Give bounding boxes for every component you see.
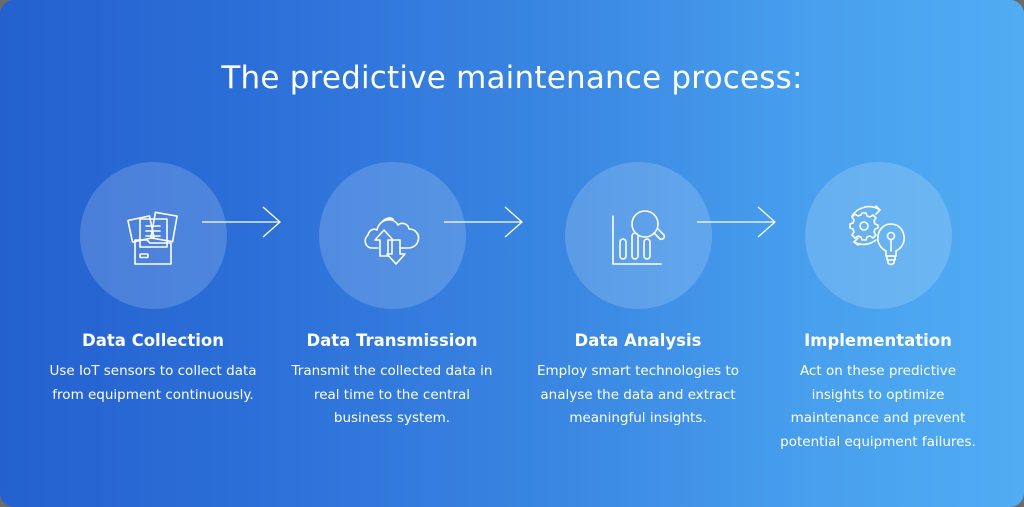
step-title: Implementation xyxy=(804,331,952,350)
step-description: Transmit the collected data in real time… xyxy=(291,363,493,426)
gear-lightbulb-icon xyxy=(849,204,905,265)
folder-documents-icon xyxy=(127,210,178,265)
right-arrow-icon xyxy=(697,206,776,238)
step-title: Data Analysis xyxy=(574,331,702,350)
step-data-analysis: Data Analysis Employ smart technologies … xyxy=(518,162,758,431)
step-icon-circle xyxy=(804,162,952,309)
right-arrow-icon xyxy=(202,206,281,238)
step-title: Data Transmission xyxy=(306,331,478,350)
cloud-upload-download-icon xyxy=(364,216,420,265)
step-implementation: Implementation Act on these predictive i… xyxy=(758,162,998,454)
chart-magnifier-icon xyxy=(612,209,666,265)
right-arrow-icon xyxy=(444,206,523,238)
step-icon-circle xyxy=(318,162,466,309)
diagram-title: The predictive maintenance process: xyxy=(221,60,803,96)
step-title: Data Collection xyxy=(82,331,224,350)
step-icon-circle xyxy=(564,162,712,309)
step-data-transmission: Data Transmission Transmit the collected… xyxy=(272,162,512,431)
step-description: Use IoT sensors to collect data from equ… xyxy=(49,363,257,403)
step-data-collection: Data Collection Use IoT sensors to colle… xyxy=(33,162,273,407)
step-description: Employ smart technologies to analyse the… xyxy=(536,363,740,426)
step-description: Act on these predictive insights to opti… xyxy=(780,363,976,450)
step-icon-circle xyxy=(79,162,227,309)
